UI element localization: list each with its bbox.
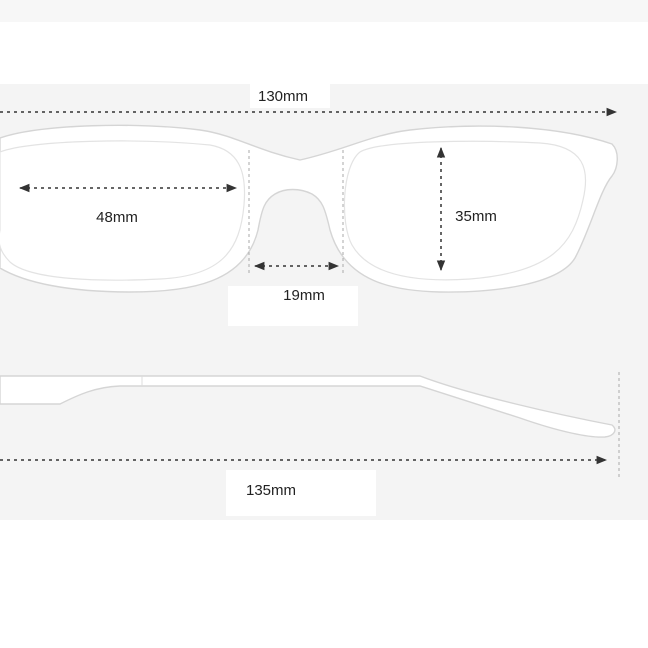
- left-lens: [0, 140, 246, 281]
- lens-width-label: 48mm: [96, 209, 138, 226]
- bridge-width-label: 19mm: [283, 287, 325, 304]
- label-plate-temple: [226, 470, 376, 516]
- top-band: [0, 0, 648, 22]
- total-width-label: 130mm: [258, 88, 308, 105]
- label-plate-width: [250, 84, 330, 108]
- temple-arm: [0, 375, 616, 438]
- lens-height-label: 35mm: [455, 208, 497, 225]
- right-lens: [343, 140, 587, 281]
- temple-length-label: 135mm: [246, 482, 296, 499]
- label-plate-bridge: [228, 286, 358, 326]
